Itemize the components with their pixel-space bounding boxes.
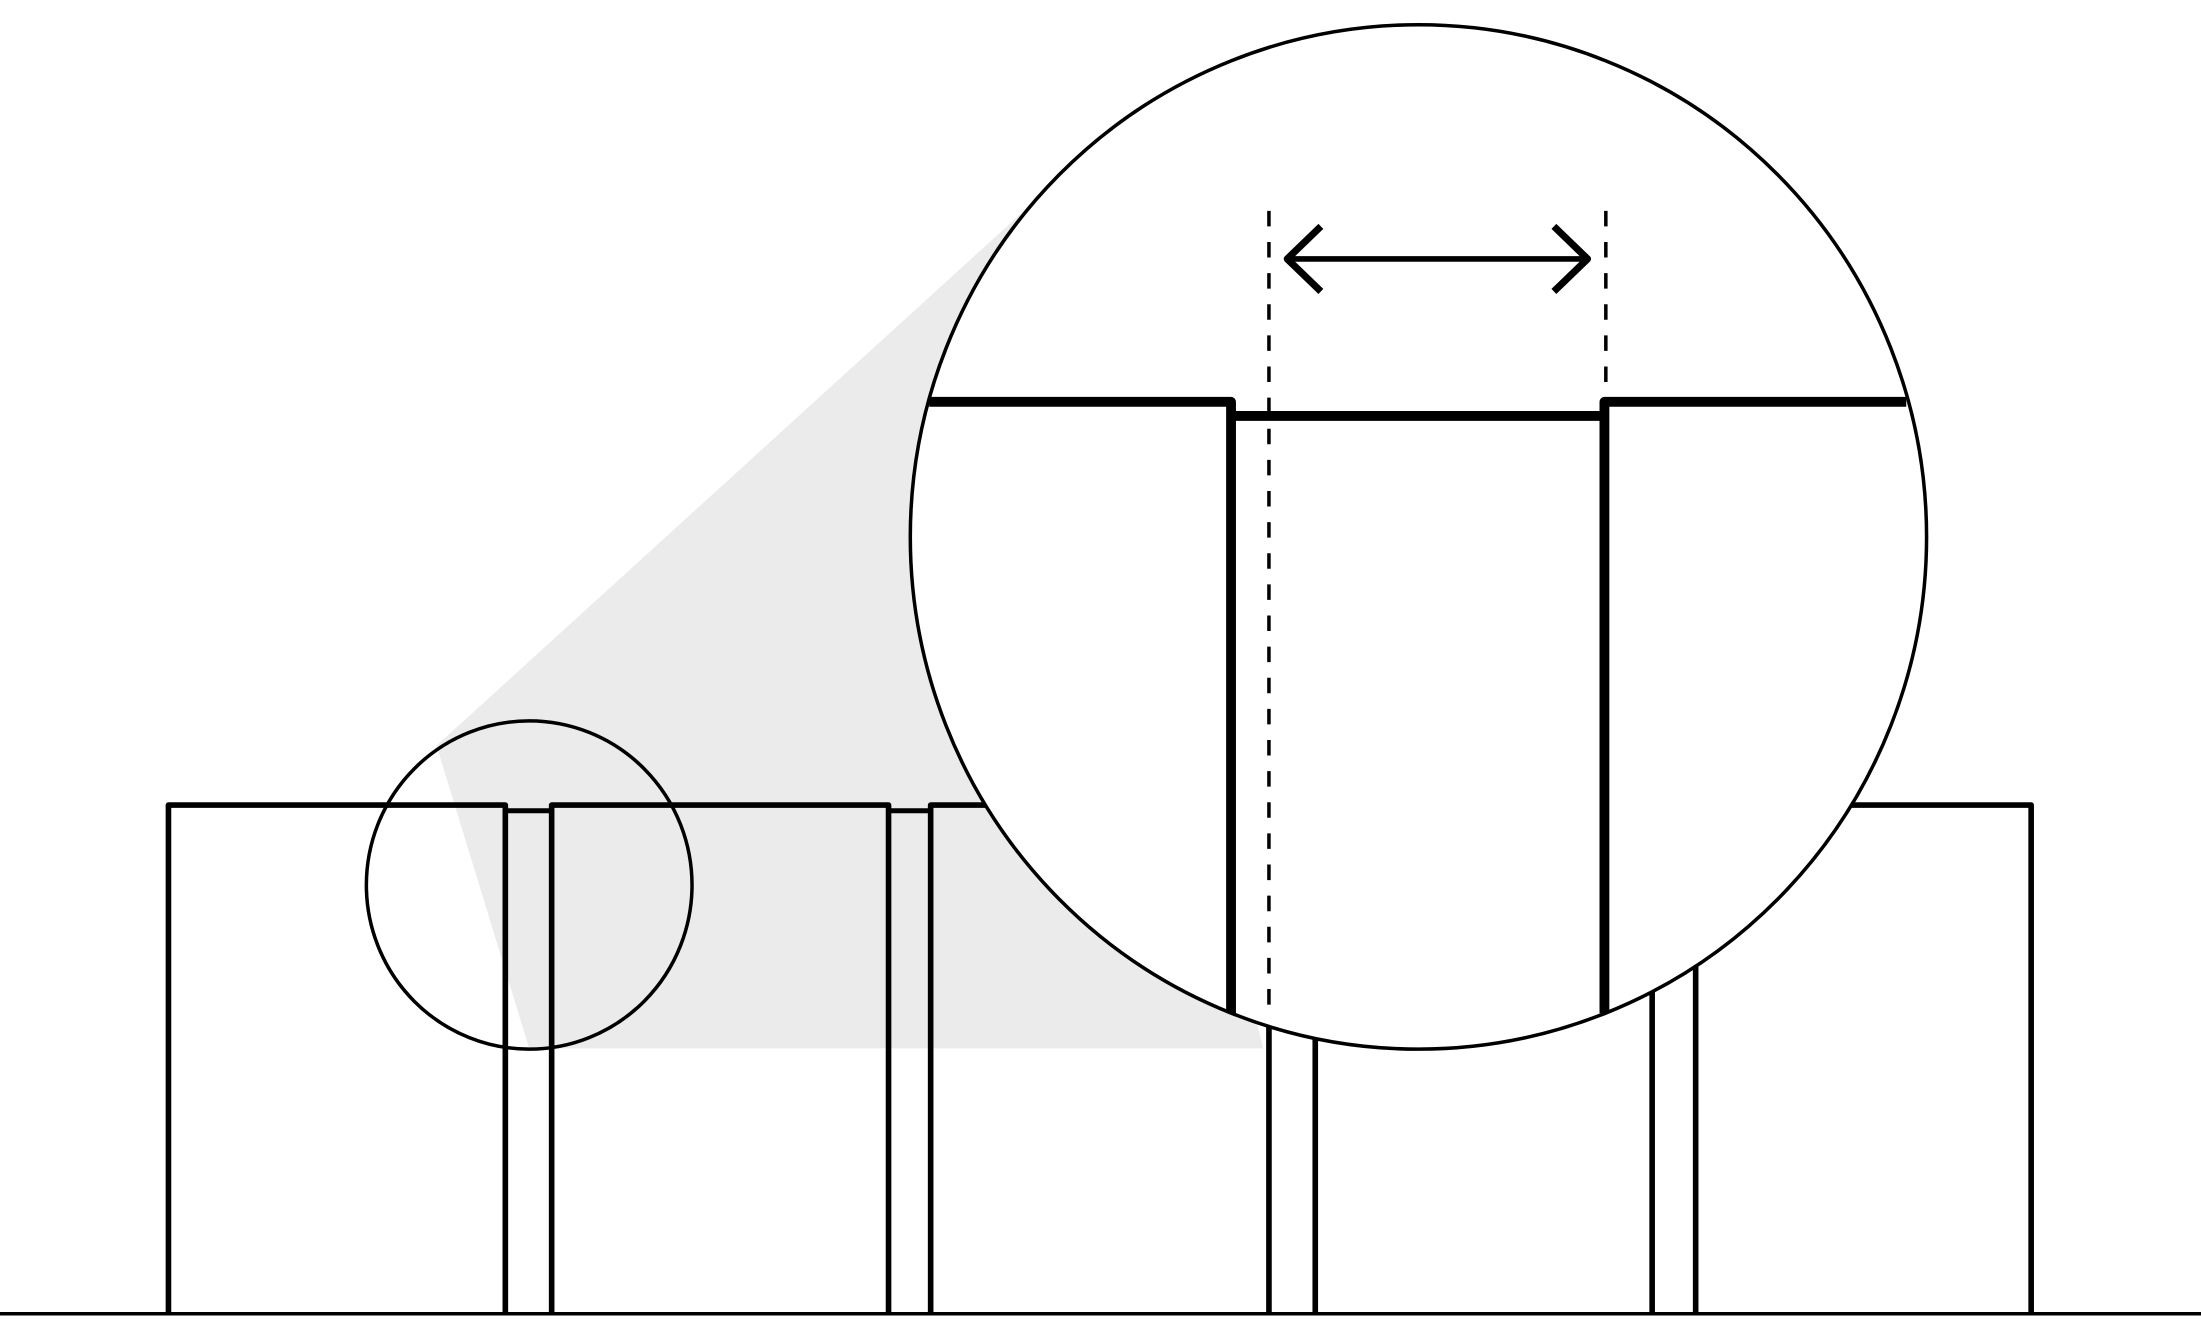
focus-circle [364,719,694,1051]
panel [165,802,509,1314]
magnified-detail [929,210,1907,1016]
panel [1847,802,2034,1314]
panel [927,802,997,1314]
arrow-head-right-icon [1551,223,1592,295]
arrow-head-left-icon [1283,223,1324,295]
magnified-panel-left [929,396,1236,1014]
panel-row [165,802,2034,1314]
magnified-view-circle [908,22,1929,1051]
panel [548,802,892,1314]
magnified-panel-right [1599,396,1907,1014]
